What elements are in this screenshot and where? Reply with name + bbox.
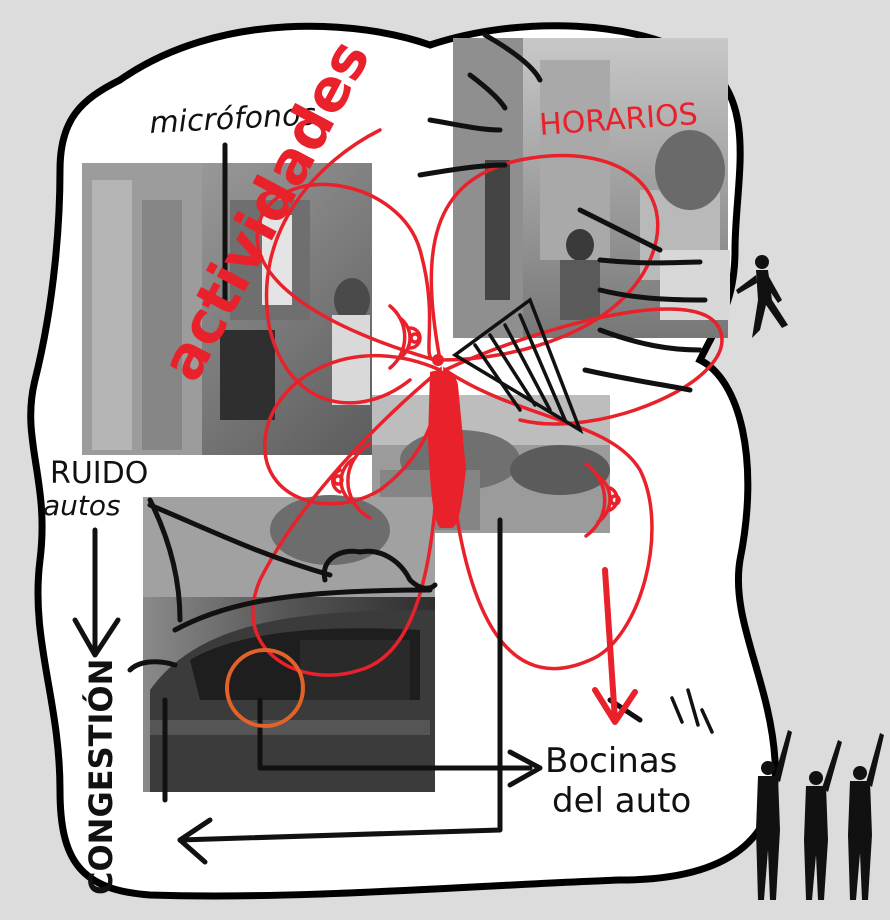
photo-car-bottom <box>143 495 435 792</box>
label-del-auto: del auto <box>552 781 691 821</box>
label-autos: autos <box>43 489 121 522</box>
walking-person-icon <box>736 255 788 338</box>
label-congestion: CONGESTIÓN <box>81 659 120 895</box>
label-bocinas: Bocinas <box>545 741 677 781</box>
photo-street-right <box>453 38 730 338</box>
label-ruido: RUIDO <box>50 456 148 491</box>
